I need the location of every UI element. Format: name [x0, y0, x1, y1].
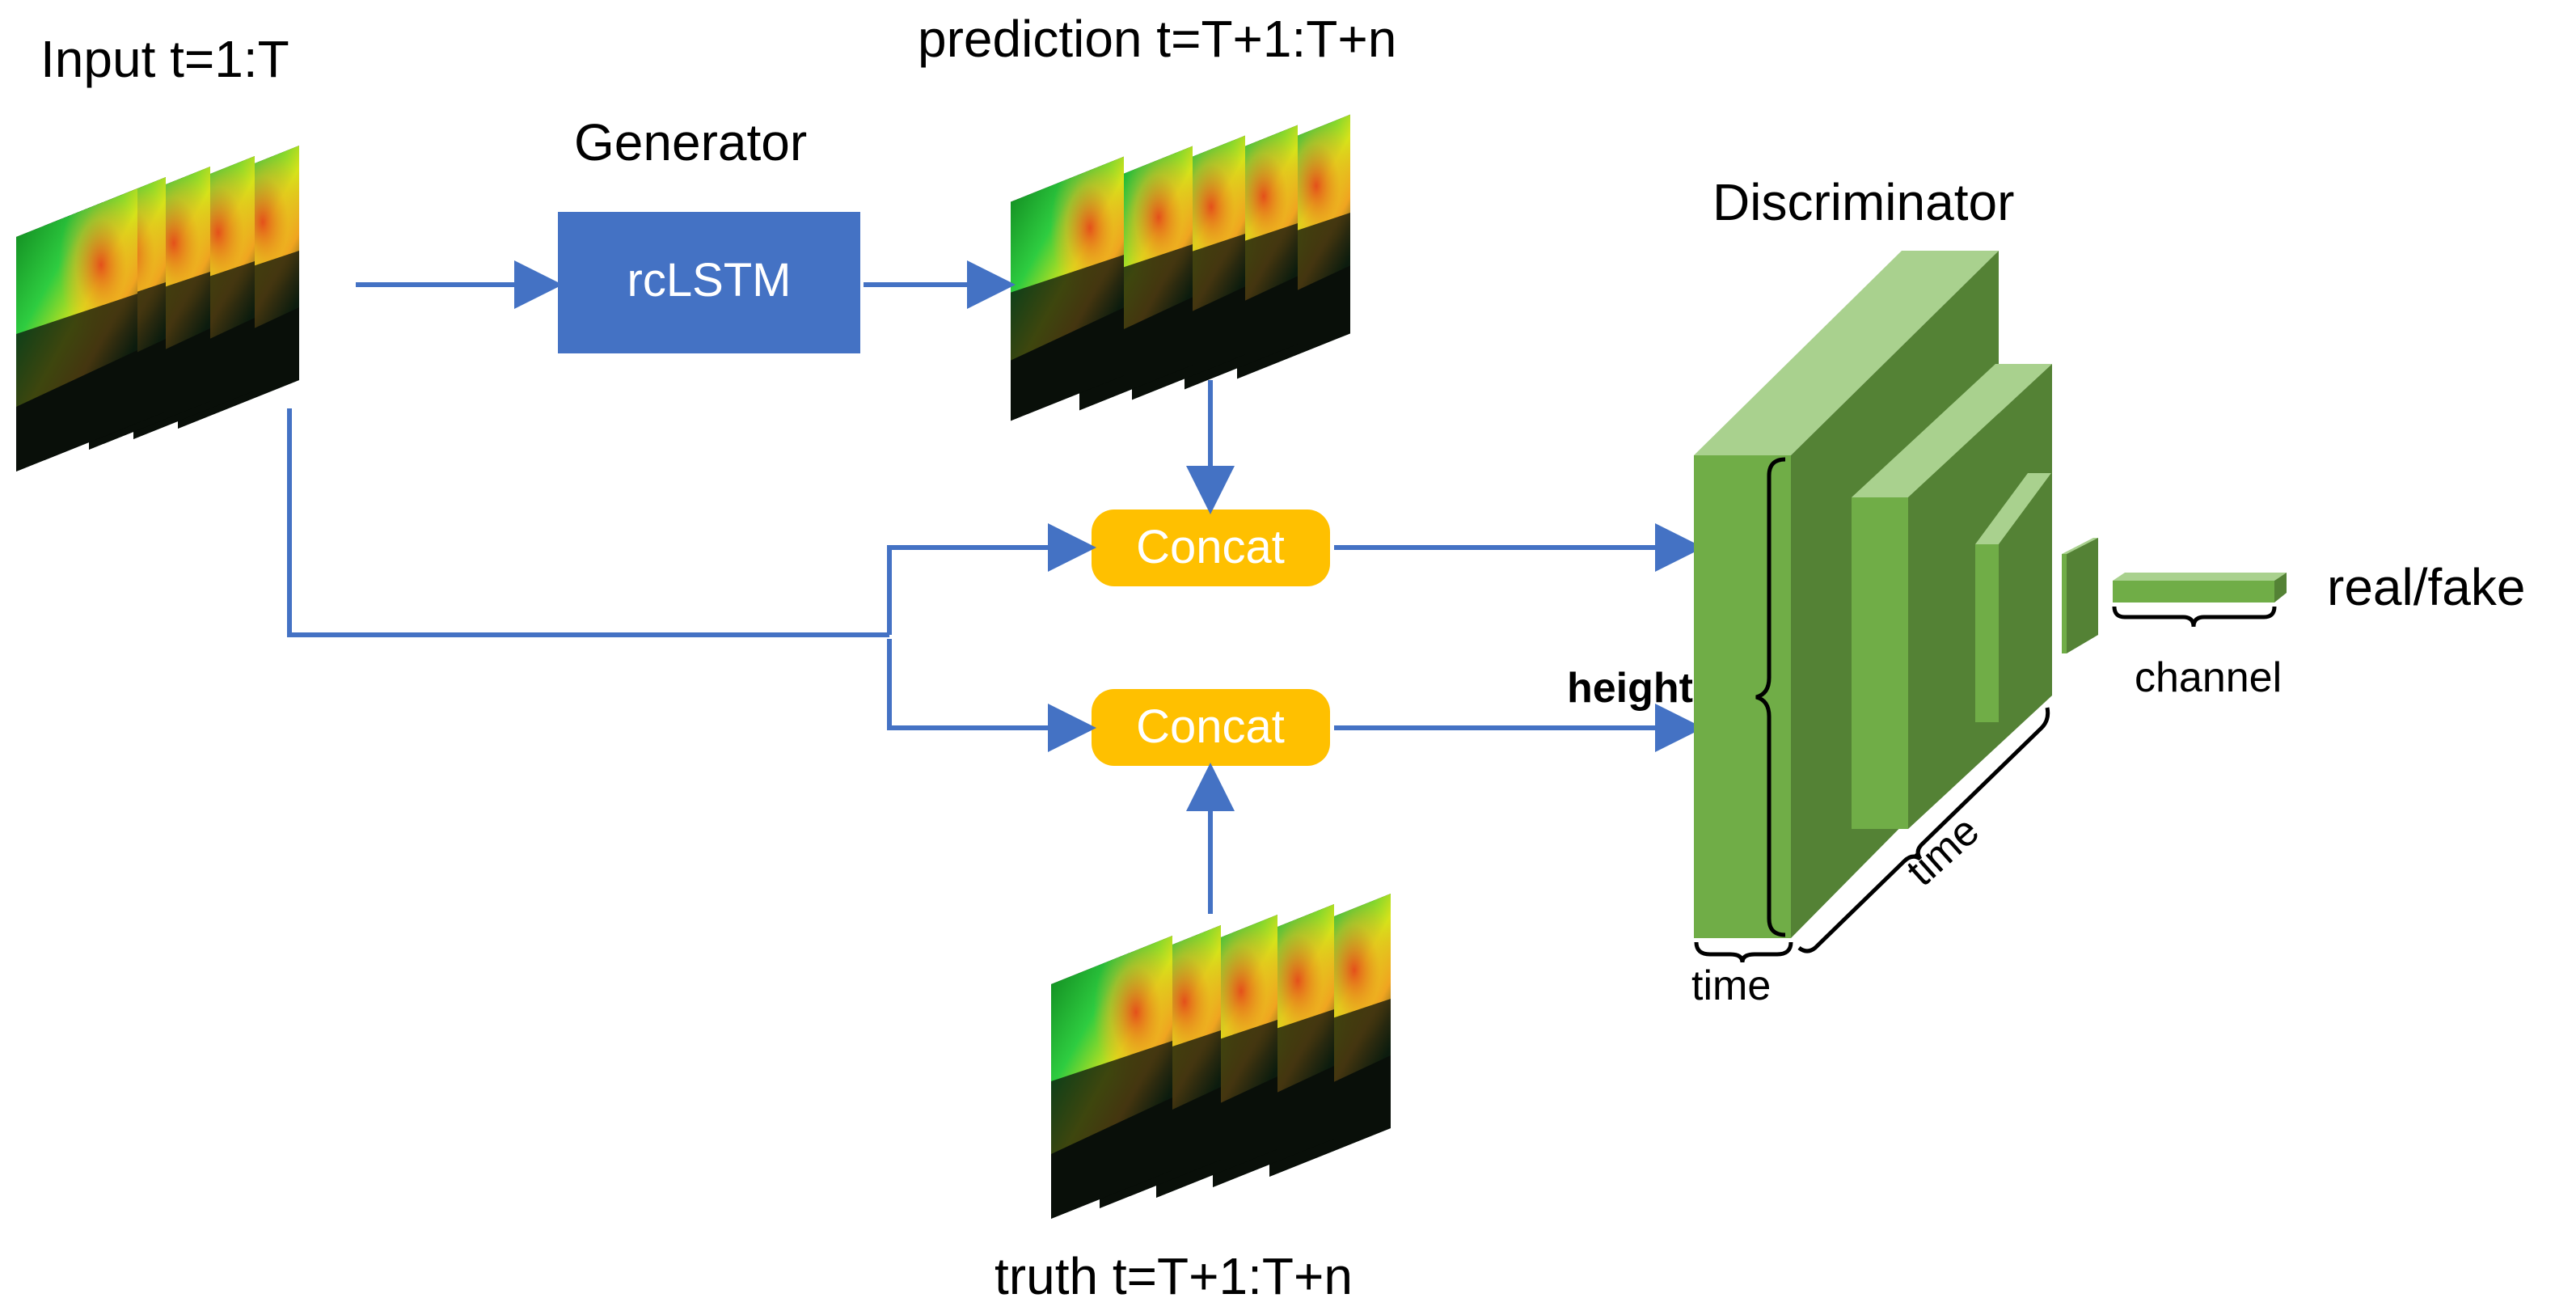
time-bottom-label: time	[1691, 962, 1771, 1009]
input-frame-stack	[16, 146, 299, 471]
input-branch-line	[287, 408, 889, 637]
generator-label: Generator	[574, 113, 807, 171]
dimension-braces	[1694, 457, 2277, 963]
input-frame-front	[16, 188, 137, 471]
height-label: height	[1567, 665, 1693, 712]
truth-frame-stack	[1051, 894, 1391, 1219]
input-label: Input t=1:T	[40, 30, 289, 88]
concat-bottom-box	[1092, 689, 1330, 766]
time-diagonal-brace	[1797, 707, 2050, 953]
prediction-frame-front	[1011, 156, 1124, 421]
concat-top-box	[1092, 510, 1330, 586]
concat-bottom-label: Concat	[1136, 700, 1285, 753]
branch-to-concat-top-arrow	[887, 523, 1096, 635]
time-bottom-brace	[1694, 941, 1793, 963]
branch-to-concat-bottom-arrow	[887, 639, 1096, 752]
prediction-label: prediction t=T+1:T+n	[918, 10, 1396, 68]
generator-box-label: rcLSTM	[627, 254, 792, 307]
concat-top-label: Concat	[1136, 521, 1285, 573]
channel-label: channel	[2135, 654, 2282, 701]
connector-arrows	[287, 260, 1704, 914]
discriminator-block-4	[2062, 538, 2098, 653]
discriminator-blocks	[1694, 251, 2287, 938]
discriminator-block-3	[1975, 473, 2051, 722]
real-fake-label: real/fake	[2327, 558, 2525, 616]
generator-box	[558, 212, 860, 353]
truth-label: truth t=T+1:T+n	[995, 1247, 1353, 1305]
channel-brace	[2112, 606, 2277, 628]
truth-frame-front	[1051, 936, 1172, 1219]
discriminator-block-2	[1852, 364, 2052, 829]
height-brace	[1755, 457, 1786, 937]
discriminator-label: Discriminator	[1712, 173, 2014, 231]
prediction-frame-stack	[1011, 114, 1350, 421]
discriminator-output-bar	[2113, 573, 2287, 603]
